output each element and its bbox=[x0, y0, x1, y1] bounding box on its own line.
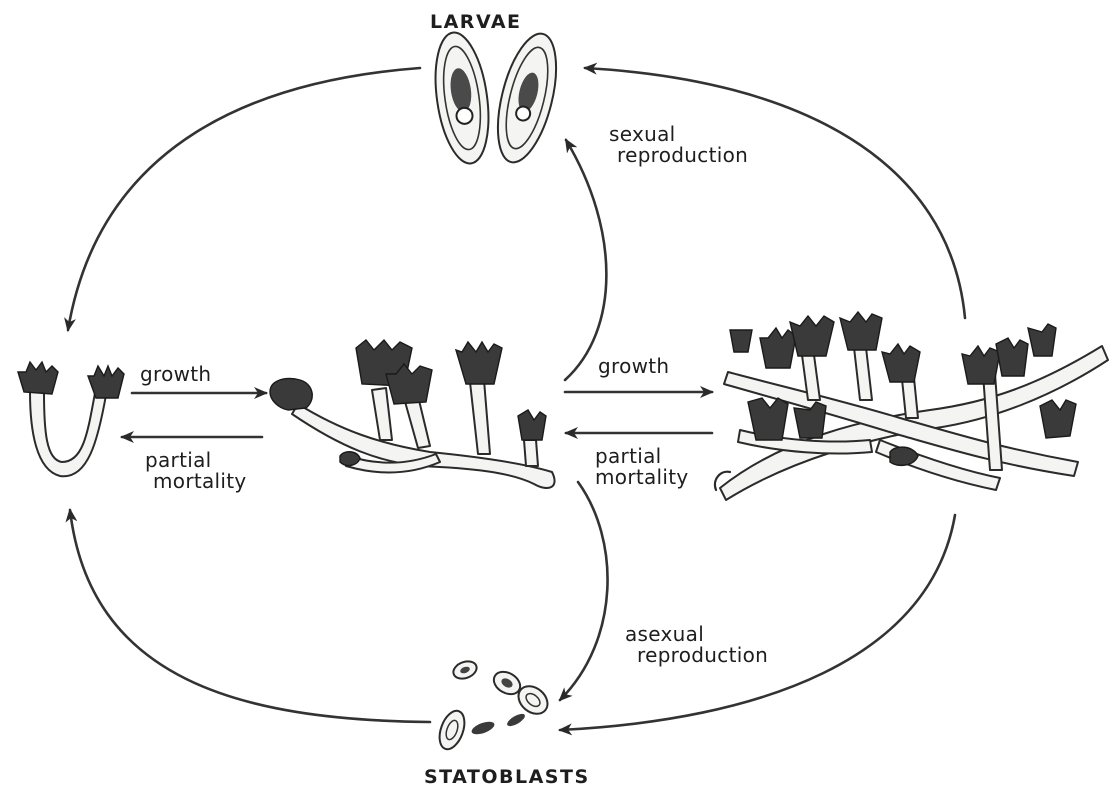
partial-mortality-left-line-2: mortality bbox=[153, 471, 247, 492]
arrow-asexual-reproduction bbox=[560, 482, 608, 700]
mid-colony-illustration bbox=[270, 340, 555, 488]
partial-mortality-left-line-1: partial bbox=[145, 450, 247, 471]
partial-mortality-right-line-1: partial bbox=[595, 446, 689, 467]
arrow-sexual-reproduction bbox=[565, 140, 606, 380]
sexual-reproduction-line-1: sexual bbox=[609, 124, 748, 145]
growth-right-label: growth bbox=[598, 356, 669, 377]
statoblasts-label: STATOBLASTS bbox=[424, 767, 590, 788]
arrow-large-colony-to-statoblasts bbox=[560, 515, 955, 730]
statoblasts-illustration bbox=[435, 658, 553, 752]
sexual-reproduction-line-2: reproduction bbox=[617, 145, 748, 166]
asexual-reproduction-label: asexual reproduction bbox=[625, 624, 768, 666]
growth-left-label: growth bbox=[140, 364, 211, 385]
partial-mortality-right-line-2: mortality bbox=[595, 467, 689, 488]
partial-mortality-left-label: partial mortality bbox=[145, 450, 247, 492]
young-colony-illustration bbox=[18, 362, 124, 476]
arrow-larvae-to-young-colony bbox=[68, 68, 420, 330]
larvae-label: LARVAE bbox=[430, 12, 522, 33]
arrow-statoblasts-to-young-colony bbox=[70, 510, 430, 722]
arrow-large-colony-to-larvae bbox=[585, 68, 965, 318]
larvae-illustration bbox=[428, 28, 567, 168]
asexual-reproduction-line-1: asexual bbox=[625, 624, 768, 645]
large-colony-illustration bbox=[715, 312, 1108, 500]
asexual-reproduction-line-2: reproduction bbox=[637, 645, 768, 666]
sexual-reproduction-label: sexual reproduction bbox=[609, 124, 748, 166]
partial-mortality-right-label: partial mortality bbox=[595, 446, 689, 488]
